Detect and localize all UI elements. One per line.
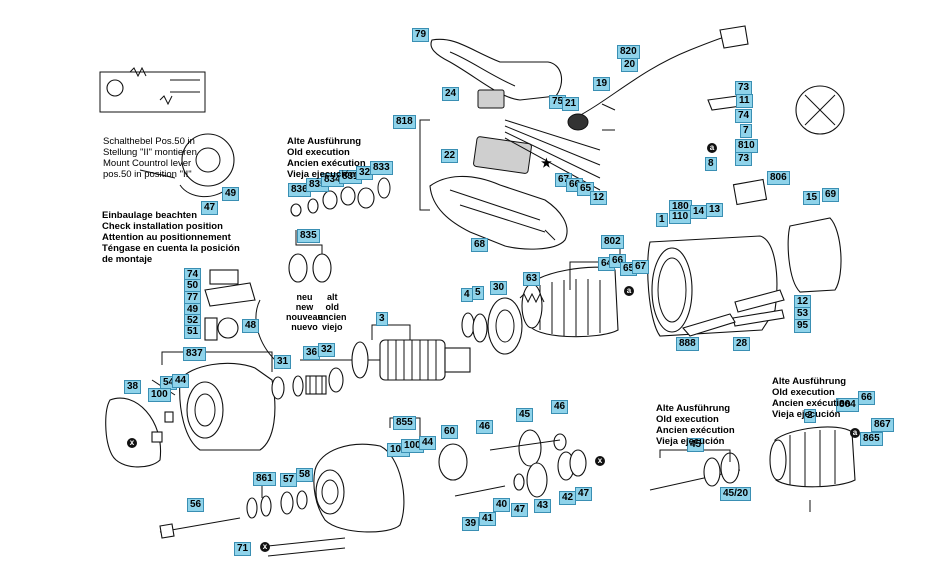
callout-835b: 835 [297, 229, 320, 243]
callout-21: 21 [562, 97, 580, 111]
callout-47b: 47 [511, 503, 529, 517]
marker-x-3: x [260, 542, 270, 552]
callout-8: 8 [705, 157, 717, 171]
callout-806: 806 [767, 171, 790, 185]
marker-a-2: a [624, 286, 634, 296]
callout-65a: 65 [577, 182, 595, 196]
callout-31: 31 [274, 355, 292, 369]
callout-40: 40 [493, 498, 511, 512]
note-old-execution-1: Alte Ausführung Old execution Ancien exé… [287, 136, 366, 180]
callout-95: 95 [794, 319, 812, 333]
callout-7: 7 [740, 124, 752, 138]
note-switch-lever: Schalthebel Pos.50 in Stellung "II" mont… [103, 136, 197, 180]
callout-51: 51 [184, 325, 202, 339]
callout-4: 4 [461, 288, 473, 302]
callout-888: 888 [676, 337, 699, 351]
callout-28: 28 [733, 337, 751, 351]
callout-68: 68 [471, 238, 489, 252]
callout-71: 71 [234, 542, 252, 556]
callout-67b: 67 [632, 260, 650, 274]
marker-star: ★ [541, 156, 552, 170]
callout-867: 867 [871, 418, 894, 432]
tag-new: neu new nouveau nuevo [286, 292, 324, 332]
callout-19: 19 [593, 77, 611, 91]
callout-13: 13 [706, 203, 724, 217]
callout-30: 30 [490, 281, 508, 295]
callout-1: 1 [656, 213, 668, 227]
callout-57: 57 [280, 473, 298, 487]
callout-46b: 46 [551, 400, 569, 414]
note-installation-position: Einbaulage beachten Check installation p… [102, 210, 240, 265]
callout-43: 43 [534, 499, 552, 513]
marker-x-2: x [595, 456, 605, 466]
callout-864: 864 [836, 398, 859, 412]
callout-810: 810 [735, 139, 758, 153]
callout-56: 56 [187, 498, 205, 512]
callout-63: 63 [523, 272, 541, 286]
callout-865: 865 [860, 432, 883, 446]
callout-100b: 100 [401, 439, 424, 453]
callout-2: 2 [804, 409, 816, 423]
marker-x-1: x [127, 438, 137, 448]
callout-20: 20 [621, 58, 639, 72]
callout-818: 818 [393, 115, 416, 129]
callout-47c: 47 [575, 487, 593, 501]
callout-38: 38 [124, 380, 142, 394]
marker-a-1: a [707, 143, 717, 153]
callout-32b: 32 [318, 343, 336, 357]
callout-855: 855 [393, 416, 416, 430]
callout-74a: 74 [735, 109, 753, 123]
callout-58: 58 [296, 468, 314, 482]
callout-48: 48 [242, 319, 260, 333]
callout-74b: 74 [184, 268, 202, 282]
callout-22: 22 [441, 149, 459, 163]
callout-45b: 45 [687, 438, 705, 452]
callout-42: 42 [559, 491, 577, 505]
callout-44a: 44 [172, 374, 190, 388]
callout-100a: 100 [148, 388, 171, 402]
callout-73b: 73 [735, 152, 753, 166]
callout-47: 47 [201, 201, 219, 215]
callout-53: 53 [794, 307, 812, 321]
callout-39: 39 [462, 517, 480, 531]
callout-15: 15 [803, 191, 821, 205]
callout-69: 69 [822, 188, 840, 202]
callout-12a: 12 [590, 191, 608, 205]
marker-a-3: a [850, 428, 860, 438]
callout-14: 14 [690, 205, 708, 219]
callout-802: 802 [601, 235, 624, 249]
note-old-execution-3: Alte Ausführung Old execution Ancien exé… [772, 376, 851, 420]
callout-110: 110 [669, 210, 692, 224]
callout-24: 24 [442, 87, 460, 101]
callout-44b: 44 [419, 436, 437, 450]
callout-66c: 66 [858, 391, 876, 405]
tag-old: alt old ancien viejo [318, 292, 347, 332]
callout-73a: 73 [735, 81, 753, 95]
callout-833: 833 [370, 161, 393, 175]
callout-60: 60 [441, 425, 459, 439]
callout-837: 837 [183, 347, 206, 361]
callout-11: 11 [736, 94, 753, 108]
callout-41: 41 [479, 512, 497, 526]
callout-79: 79 [412, 28, 430, 42]
callout-45-20: 45/20 [720, 487, 752, 501]
callout-45a: 45 [516, 408, 534, 422]
callout-861: 861 [253, 472, 276, 486]
callout-49b: 49 [222, 187, 240, 201]
callout-46a: 46 [476, 420, 494, 434]
callout-3: 3 [376, 312, 388, 326]
callout-5: 5 [472, 286, 484, 300]
note-old-execution-2: Alte Ausführung Old execution Ancien exé… [656, 403, 735, 447]
callout-820: 820 [617, 45, 640, 59]
